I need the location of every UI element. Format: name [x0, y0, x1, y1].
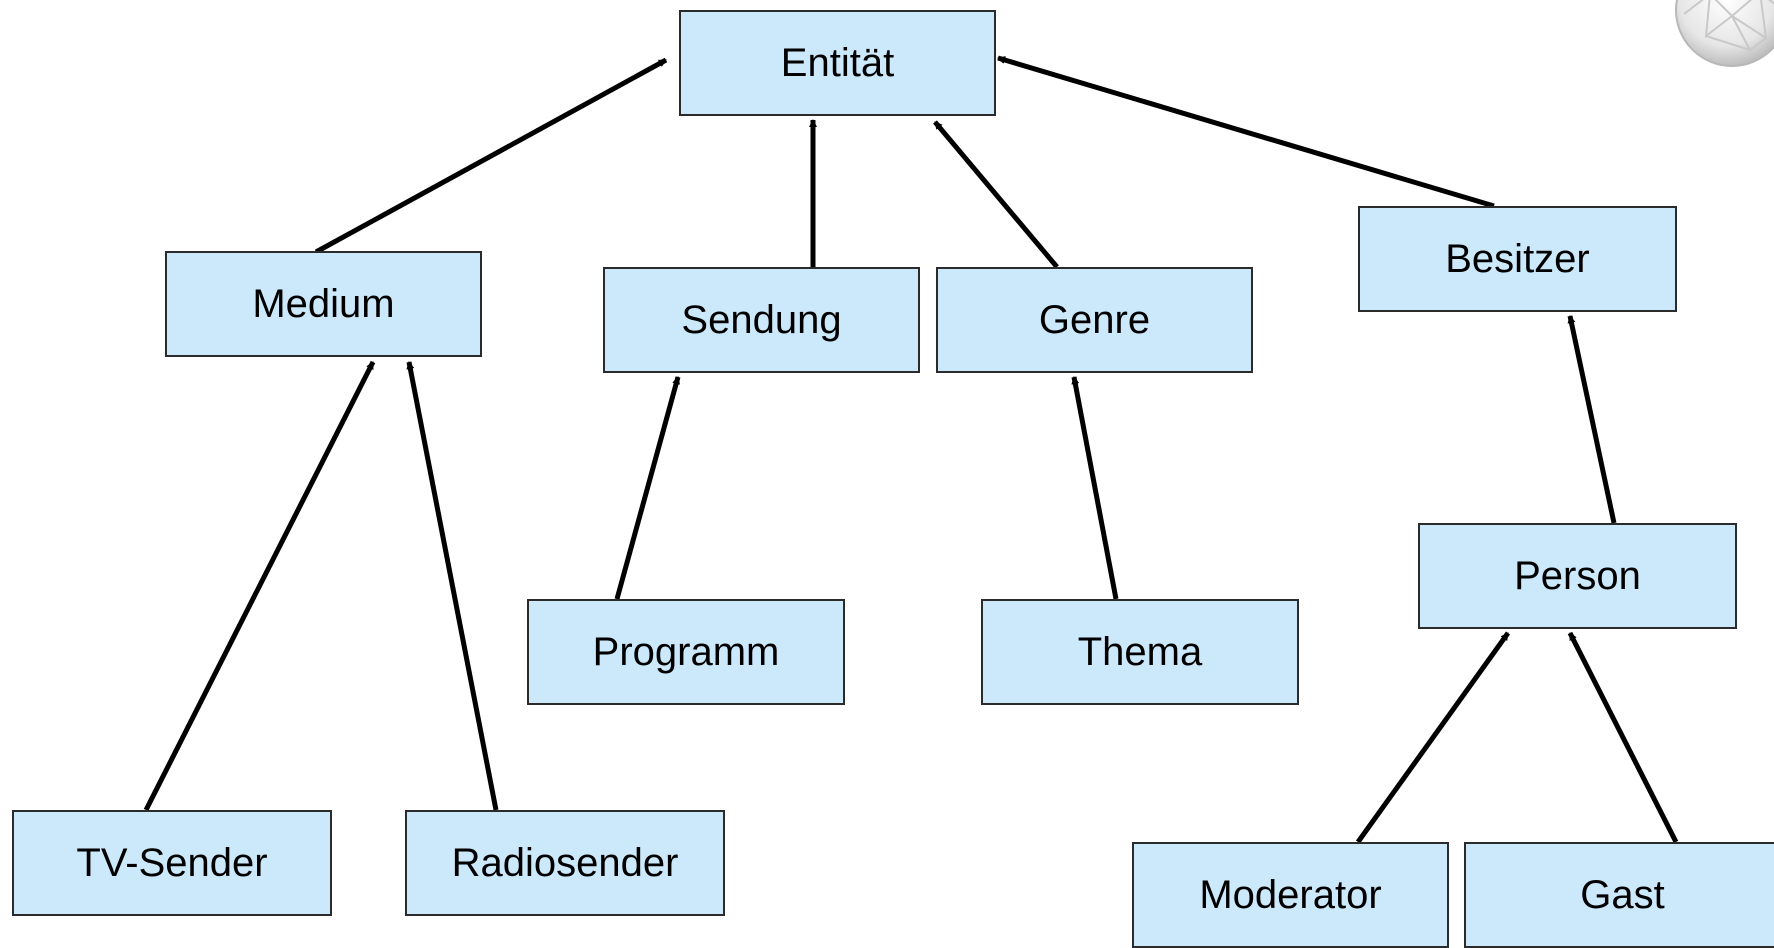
arrow-genre-to-entitaet	[933, 120, 1059, 269]
crystal-globe-icon	[1675, 0, 1774, 67]
node-tv-sender: TV-Sender	[12, 810, 332, 916]
node-label: Sendung	[681, 297, 842, 342]
arrow-thema-to-genre	[1071, 376, 1119, 600]
node-thema: Thema	[981, 599, 1299, 705]
node-person: Person	[1418, 523, 1737, 629]
node-label: Medium	[252, 281, 395, 326]
arrow-gast-to-person	[1567, 631, 1679, 844]
node-sendung: Sendung	[603, 267, 920, 373]
node-radiosender: Radiosender	[405, 810, 725, 916]
arrow-programm-to-sendung	[614, 376, 681, 600]
arrow-moderator-to-person	[1355, 631, 1511, 844]
node-label: Gast	[1580, 872, 1665, 917]
arrow-besitzer-to-entitaet	[997, 55, 1495, 209]
arrow-tv-sender-to-medium	[143, 360, 376, 812]
node-label: Programm	[592, 629, 780, 674]
node-label: Person	[1514, 553, 1641, 598]
node-label: Radiosender	[451, 840, 679, 885]
arrow-person-to-besitzer	[1567, 315, 1617, 524]
arrow-medium-to-entitaet	[314, 57, 668, 255]
node-genre: Genre	[936, 267, 1253, 373]
node-gast: Gast	[1464, 842, 1774, 948]
node-label: Besitzer	[1445, 236, 1590, 281]
node-programm: Programm	[527, 599, 845, 705]
node-label: Genre	[1038, 297, 1151, 342]
node-medium: Medium	[165, 251, 482, 357]
node-besitzer: Besitzer	[1358, 206, 1677, 312]
node-entitaet: Entität	[679, 10, 996, 116]
arrow-radiosender-to-medium	[406, 361, 499, 811]
node-label: Moderator	[1199, 872, 1382, 917]
node-label: TV-Sender	[76, 840, 268, 885]
node-moderator: Moderator	[1132, 842, 1449, 948]
node-label: Entität	[780, 40, 895, 85]
node-label: Thema	[1077, 629, 1203, 674]
